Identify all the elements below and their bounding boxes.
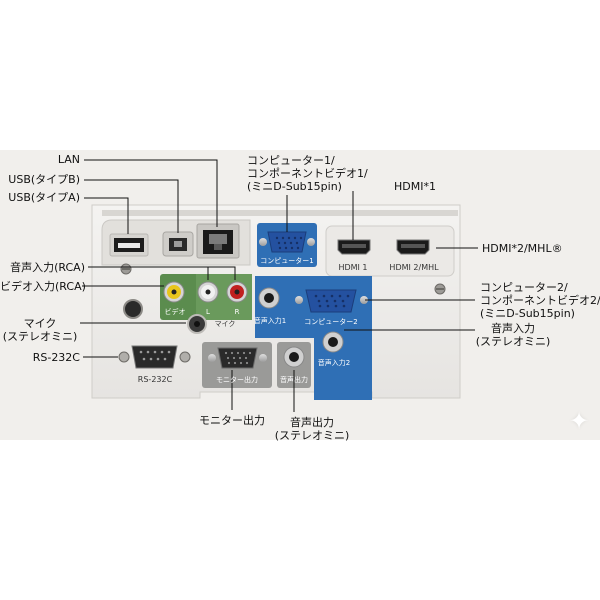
leader-lines: [80, 159, 478, 412]
panel-label-mic: マイク: [214, 320, 236, 328]
panel-label-l: L: [206, 308, 210, 316]
rs232c-port: [131, 345, 178, 369]
label-lan: LAN: [57, 153, 80, 166]
panel-label-audio-in1: 音声入力1: [253, 317, 287, 325]
label-computer1-line3: (ミニD-Sub15pin): [247, 180, 342, 193]
label-computer2-line3: (ミニD-Sub15pin): [480, 307, 575, 320]
audio-in2-jack: [328, 337, 338, 347]
panel-label-audio-out: 音声出力: [280, 376, 308, 384]
panel-label-hdmi2: HDMI 2/MHL: [389, 263, 439, 272]
leader-audio-rca: [88, 266, 236, 280]
panel-label-rs232c: RS-232C: [137, 375, 173, 384]
label-hdmi1: HDMI*1: [394, 180, 436, 193]
audio-in1-jack: [264, 293, 274, 303]
panel-label-monitor-out: モニター出力: [216, 376, 258, 384]
label-hdmi2: HDMI*2/MHL®: [482, 242, 563, 255]
label-mic-line1: マイク: [23, 317, 57, 330]
monitor-out-port: [217, 347, 258, 369]
leader-lan: [84, 159, 218, 227]
label-mic: マイク (ステレオミニ): [0, 317, 80, 343]
label-audio-in-line2: (ステレオミニ): [475, 335, 551, 348]
label-computer1-line1: コンピューター1/: [247, 154, 335, 167]
label-computer2-line2: コンポーネントビデオ2/: [480, 294, 600, 307]
label-audio-in-rca: 音声入力(RCA): [10, 261, 85, 274]
audio-out-jack: [289, 352, 299, 362]
label-usb-a: USB(タイプA): [8, 191, 80, 204]
label-usb-b: USB(タイプB): [8, 173, 80, 186]
panel-label-hdmi1: HDMI 1: [338, 263, 368, 272]
label-monitor-out: モニター出力: [199, 414, 265, 427]
panel-label-r: R: [234, 308, 240, 316]
label-computer1-line2: コンポーネントビデオ1/: [247, 167, 368, 180]
label-audio-out: 音声出力 (ステレオミニ): [272, 416, 352, 442]
panel-label-audio-in2: 音声入力2: [317, 359, 351, 367]
label-computer1: コンピューター1/ コンポーネントビデオ1/ (ミニD-Sub15pin): [247, 154, 368, 193]
vga-port-1: [267, 231, 307, 253]
leader-usb-b: [84, 179, 179, 233]
label-audio-out-line2: (ステレオミニ): [274, 429, 350, 442]
leader-usb-a: [84, 197, 129, 234]
top-rim: [102, 210, 458, 216]
label-mic-line2: (ステレオミニ): [2, 330, 78, 343]
panel-label-computer1: コンピューター1: [260, 257, 314, 265]
sparkle-icon: ✦: [568, 407, 590, 435]
label-computer2: コンピューター2/ コンポーネントビデオ2/ (ミニD-Sub15pin): [480, 281, 600, 320]
panel-label-video: ビデオ: [164, 308, 186, 316]
hdmi-recess: [325, 225, 455, 277]
label-audio-in: 音声入力 (ステレオミニ): [468, 322, 558, 348]
label-computer2-line1: コンピューター2/: [480, 281, 568, 294]
kensington-slot: [123, 299, 143, 319]
label-rs232c: RS-232C: [32, 351, 80, 364]
label-audio-out-line1: 音声出力: [290, 416, 334, 429]
panel-label-computer2: コンピューター2: [304, 318, 358, 326]
label-audio-in-line1: 音声入力: [491, 322, 535, 335]
label-video-in-rca: ビデオ入力(RCA): [0, 280, 86, 293]
vga-port-2: [305, 289, 357, 313]
